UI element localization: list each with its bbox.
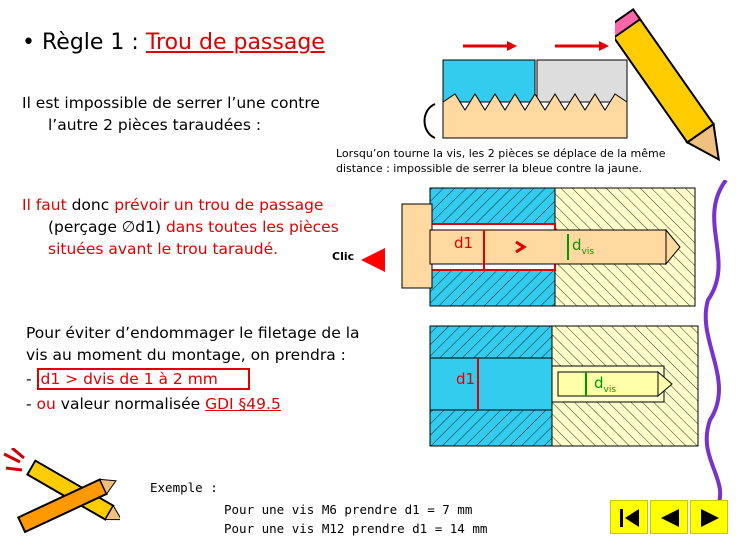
arrow-left-head-icon (507, 41, 517, 51)
caption: Lorsqu’on tourne la vis, les 2 pièces se… (336, 146, 665, 176)
d1-label-1: d1 (454, 234, 474, 252)
grey-nut-piece (536, 59, 628, 103)
previous-slide-button[interactable] (650, 500, 688, 534)
blue-nut-piece (442, 59, 536, 103)
insert-arrow-icon (515, 240, 527, 254)
advice-ou: ou (36, 395, 56, 413)
pencils-clipart-bottom (3, 448, 120, 534)
wave-line (703, 180, 728, 510)
screw-body (429, 229, 667, 265)
intro-line-1: Il est impossible de serrer l’une contre (22, 94, 320, 112)
screw-tip (665, 228, 681, 266)
arrow-right-head-icon (599, 41, 609, 51)
rule-line3: situées avant le trou taraudé. (48, 240, 279, 258)
next-icon (701, 509, 719, 527)
example-line-2: Pour une vis M12 prendre d1 = 14 mm (224, 521, 488, 536)
rule-b: donc (71, 196, 115, 214)
dvis-sub: vis (581, 247, 595, 257)
pencil-1-tip (104, 504, 120, 521)
assembly-diagram-1 (401, 187, 696, 307)
advice-dash-2: - (26, 395, 37, 413)
rotation-arrow-icon (423, 103, 436, 139)
clearance-hole-2 (429, 357, 553, 411)
dvis-d-2: d (594, 374, 604, 392)
dvis-label-2: dvis (594, 374, 616, 395)
rule-a: Il faut (22, 196, 72, 214)
caption-line-2: distance : impossible de serrer la bleue… (336, 162, 642, 175)
rule-line2b: dans toutes les pièces (165, 218, 339, 236)
pencil-body (615, 16, 715, 144)
title-bullet: • (22, 30, 35, 55)
title-prefix: Règle 1 : (41, 30, 146, 55)
rule-line2: (perçage ∅d1) (48, 218, 166, 236)
advice-rest: valeur normalisée (55, 395, 206, 413)
pencil-tip (685, 122, 721, 162)
slide-title: • Règle 1 : Trou de passage (22, 30, 325, 55)
next-slide-button[interactable] (690, 500, 728, 534)
advice-dash-1: - (26, 370, 32, 388)
advice-line-2: vis au moment du montage, on prendra : (26, 346, 346, 364)
screw-tip-2 (657, 370, 673, 398)
dvis-label-1: dvis (572, 236, 594, 257)
previous-icon (661, 509, 679, 527)
dvis-d: d (572, 236, 582, 254)
screw-head (401, 203, 433, 289)
title-link[interactable]: Trou de passage (145, 30, 325, 55)
example-line-1: Pour une vis M6 prendre d1 = 7 mm (224, 502, 473, 517)
decorative-wave (703, 180, 728, 510)
screw-thread (442, 93, 628, 139)
assembly-diagram-2 (429, 325, 699, 447)
advice-line-1: Pour éviter d’endommager le filetage de … (26, 324, 360, 342)
clic-label: Clic (332, 250, 355, 263)
thread-illustration (423, 41, 628, 139)
example-label: Exemple : (150, 480, 218, 495)
rule-c: prévoir un trou de passage (114, 196, 324, 214)
caption-line-1: Lorsqu’on tourne la vis, les 2 pièces se… (336, 147, 666, 160)
intro-line-2: l’autre 2 pièces taraudées : (48, 116, 262, 134)
first-slide-button[interactable] (610, 500, 648, 534)
screw-shank-2 (557, 371, 659, 397)
clic-triangle-icon (361, 248, 385, 272)
clic-button[interactable] (360, 246, 386, 274)
advice-text: Pour éviter d’endommager le filetage de … (26, 322, 360, 415)
pencil-eraser (615, 8, 642, 39)
pencil-clipart-top (615, 8, 721, 162)
d1-rule-box: d1 > dvis de 1 à 2 mm (36, 368, 250, 390)
example-lines: Pour une vis M6 prendre d1 = 7 mm Pour u… (224, 500, 487, 538)
rule-text: Il faut donc prévoir un trou de passage … (22, 194, 339, 260)
intro-text: Il est impossible de serrer l’une contre… (22, 92, 320, 136)
sparkle-lines (3, 448, 25, 472)
first-icon (620, 509, 639, 527)
dvis-sub-2: vis (603, 385, 617, 395)
pencil-2-tip (99, 478, 117, 495)
gdi-link[interactable]: GDI §49.5 (205, 395, 281, 413)
d1-label-2: d1 (456, 370, 476, 388)
